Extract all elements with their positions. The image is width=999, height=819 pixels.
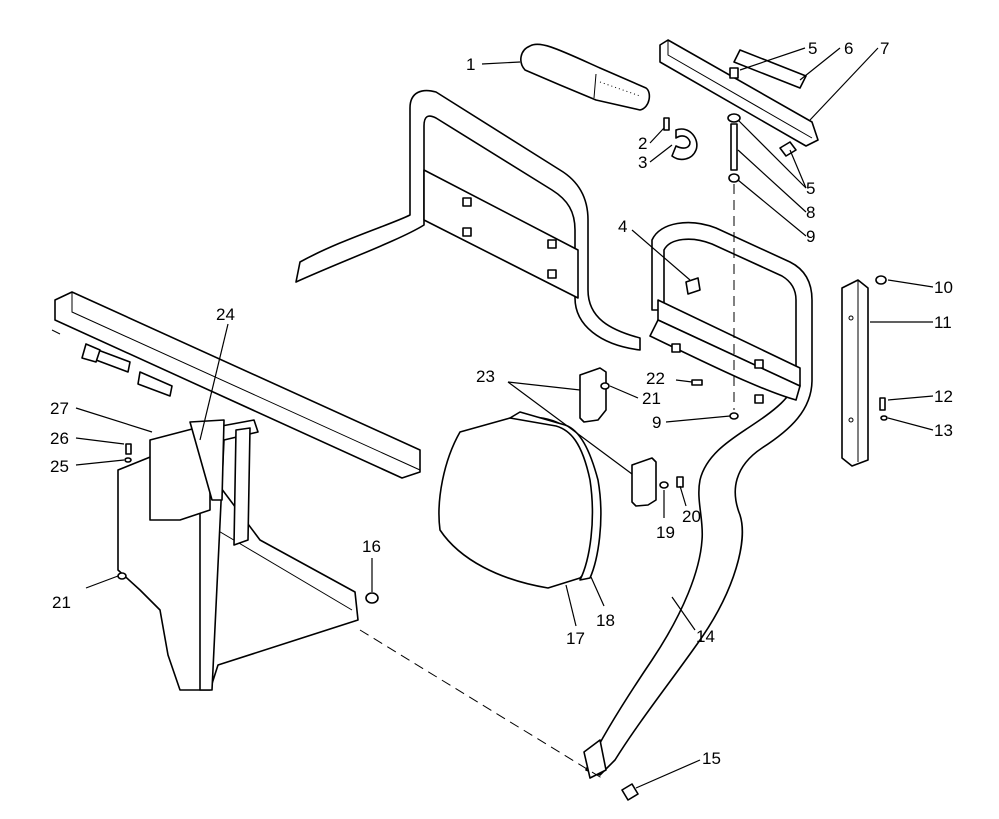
callout-4: 4 bbox=[618, 217, 627, 236]
nut-4 bbox=[685, 277, 701, 295]
nut-9-lower bbox=[729, 412, 739, 420]
washer-13 bbox=[880, 415, 888, 421]
bolt-12 bbox=[879, 397, 886, 411]
bolt-22 bbox=[691, 379, 703, 386]
leader-lines bbox=[75, 47, 934, 789]
callout-1: 1 bbox=[466, 55, 475, 74]
nut-21-right bbox=[600, 382, 610, 390]
mounting-channel bbox=[841, 279, 869, 467]
callout-26: 26 bbox=[50, 429, 69, 448]
bolt-15 bbox=[621, 783, 639, 801]
washer-25 bbox=[124, 457, 132, 463]
hardware-fasteners bbox=[117, 275, 888, 801]
callout-5-mid: 5 bbox=[806, 179, 815, 198]
alignment-line bbox=[359, 629, 606, 781]
callout-24: 24 bbox=[216, 305, 235, 324]
callout-16: 16 bbox=[362, 537, 381, 556]
callout-7: 7 bbox=[880, 39, 889, 58]
nut-16 bbox=[365, 592, 379, 604]
callout-18: 18 bbox=[596, 611, 615, 630]
nut-21-left bbox=[117, 572, 127, 580]
callout-13: 13 bbox=[934, 421, 953, 440]
callout-5-top: 5 bbox=[808, 39, 817, 58]
callout-27: 27 bbox=[50, 399, 69, 418]
callout-9-top: 9 bbox=[806, 227, 815, 246]
callout-11: 11 bbox=[934, 313, 952, 332]
callout-17: 17 bbox=[566, 629, 585, 648]
callout-25: 25 bbox=[50, 457, 69, 476]
callout-19: 19 bbox=[656, 523, 675, 542]
callout-12: 12 bbox=[934, 387, 953, 406]
front-roll-bar-tube bbox=[583, 221, 813, 779]
callout-6: 6 bbox=[844, 39, 853, 58]
bolt-20 bbox=[676, 476, 684, 488]
callout-23: 23 bbox=[476, 367, 495, 386]
panel-24 bbox=[189, 419, 225, 501]
callout-22: 22 bbox=[646, 369, 665, 388]
callout-9-lower: 9 bbox=[652, 413, 661, 432]
callout-3: 3 bbox=[638, 153, 647, 172]
washer-19 bbox=[659, 481, 669, 489]
callout-2: 2 bbox=[638, 134, 647, 153]
callout-14: 14 bbox=[696, 627, 715, 646]
rear-roll-bar-frame bbox=[295, 89, 641, 351]
canopy-mount-bar bbox=[659, 39, 819, 147]
callout-10: 10 bbox=[934, 278, 953, 297]
nut-10 bbox=[875, 275, 887, 285]
callout-15: 15 bbox=[702, 749, 721, 768]
seat-brackets bbox=[579, 367, 657, 507]
rod-hardware-stack bbox=[727, 67, 797, 183]
callout-20: 20 bbox=[682, 507, 701, 526]
bolt-26 bbox=[125, 443, 132, 455]
clamp-and-bolt bbox=[663, 117, 698, 161]
callout-8: 8 bbox=[806, 203, 815, 222]
callout-labels: 1 2 3 4 5 5 6 7 8 9 9 10 11 12 13 14 15 … bbox=[50, 39, 953, 768]
seat-cushion bbox=[438, 411, 602, 589]
callout-21-right: 21 bbox=[642, 389, 661, 408]
chassis-frame-rail bbox=[51, 291, 421, 479]
grip-handle bbox=[520, 43, 651, 111]
callout-21-left: 21 bbox=[52, 593, 71, 612]
